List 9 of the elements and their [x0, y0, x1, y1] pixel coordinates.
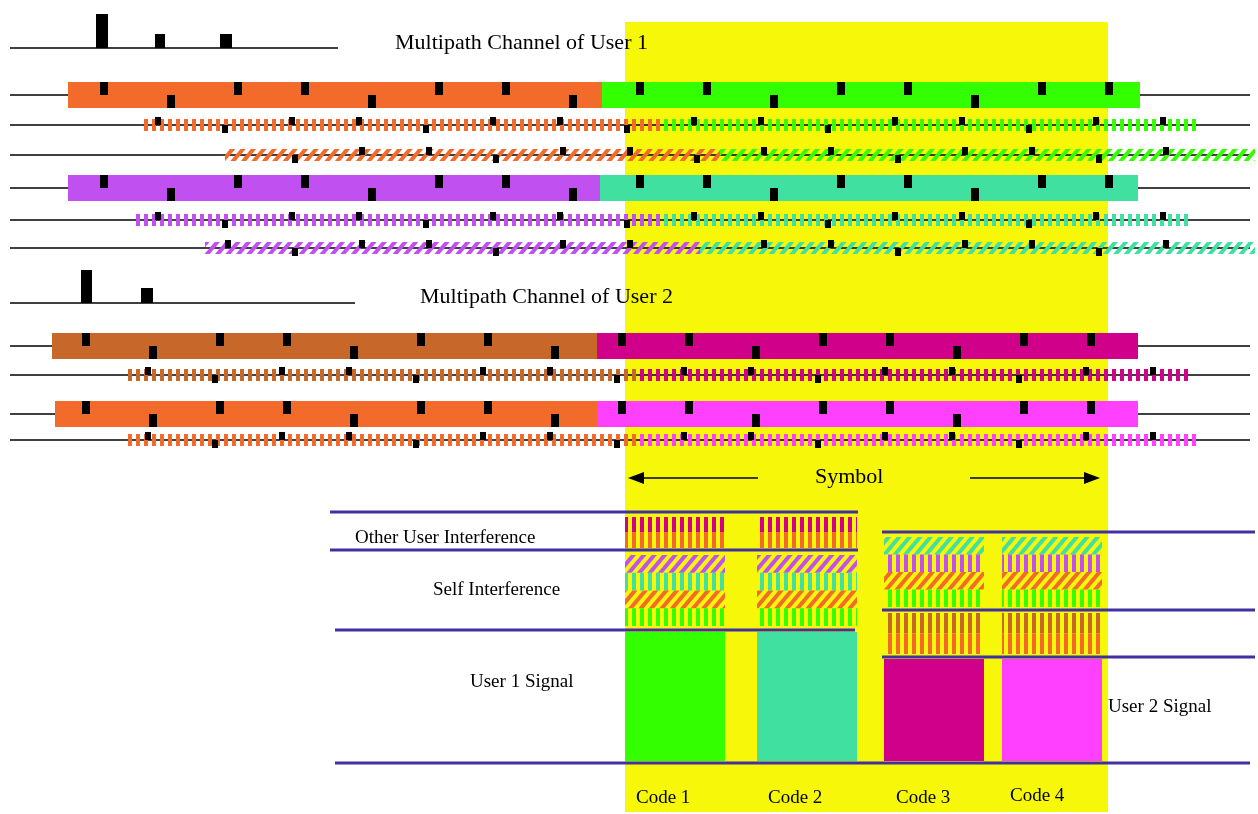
annotation: Other User Interference: [355, 527, 536, 548]
column-label: Code 2: [768, 787, 823, 808]
column-label: Code 1: [636, 787, 691, 808]
dimension-label: Symbol: [815, 464, 884, 489]
column-label: Code 4: [1010, 785, 1065, 806]
annotation: User 2 Signal: [1108, 696, 1212, 717]
annotation: User 1 Signal: [470, 671, 574, 692]
annotation: Self Interference: [433, 579, 561, 600]
column-label: Code 3: [896, 787, 951, 808]
